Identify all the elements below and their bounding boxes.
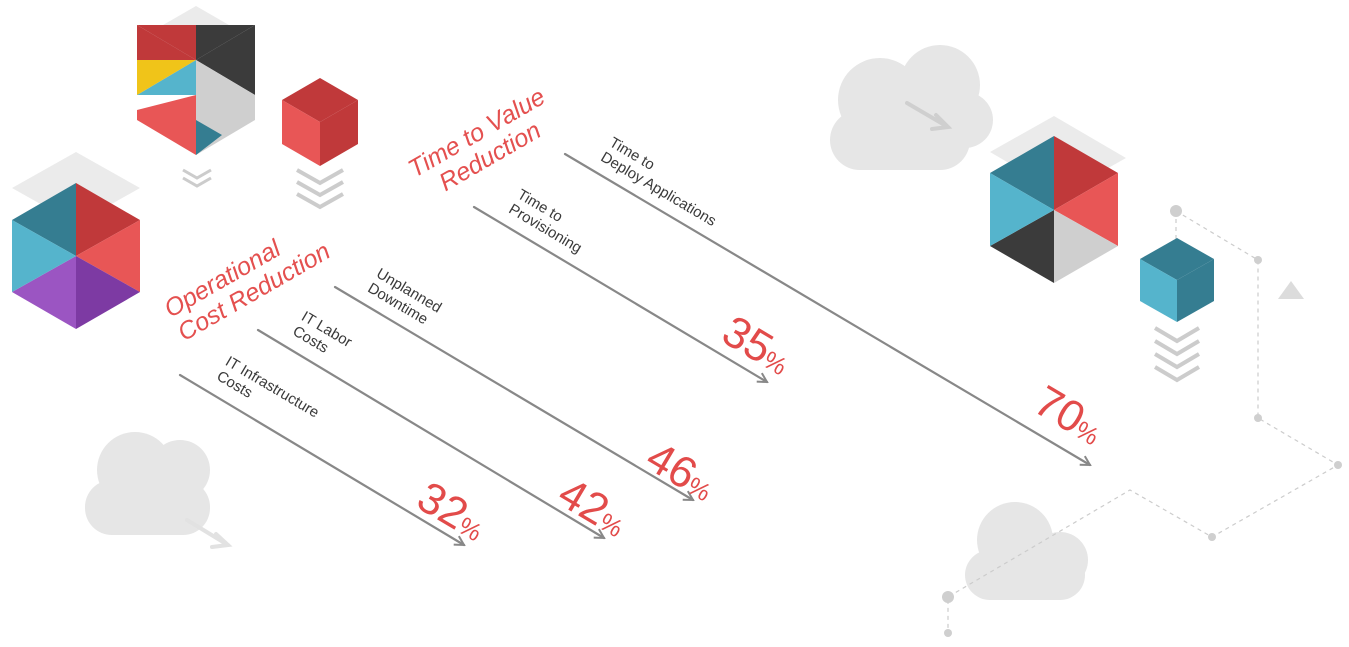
- arrow-icon: [185, 518, 233, 549]
- network-lines: [947, 210, 1340, 633]
- metric-arrow-provisioning: [472, 205, 767, 384]
- metric-arrow-labor: [256, 328, 604, 540]
- cloud-icon: [830, 45, 993, 170]
- triangle-icon: [1278, 281, 1304, 299]
- isometric-cube-icon: [12, 152, 140, 329]
- isometric-cube-icon: [282, 78, 358, 166]
- chevron-down-icon: [1153, 326, 1201, 383]
- metric-arrow-infrastructure: [178, 373, 464, 547]
- chevron-down-icon: [296, 168, 344, 210]
- isometric-cube-icon: [990, 116, 1126, 283]
- isometric-cube-icon: [1140, 238, 1214, 322]
- network-node-icon: [942, 205, 1342, 637]
- cloud-icon: [965, 502, 1088, 600]
- metric-arrow-downtime: [333, 285, 693, 502]
- chevron-down-icon: [182, 168, 212, 188]
- metric-arrow-deploy: [563, 152, 1090, 467]
- cloud-icon: [85, 432, 210, 535]
- isometric-cube-icon: [137, 6, 255, 155]
- arrow-icon: [905, 101, 953, 131]
